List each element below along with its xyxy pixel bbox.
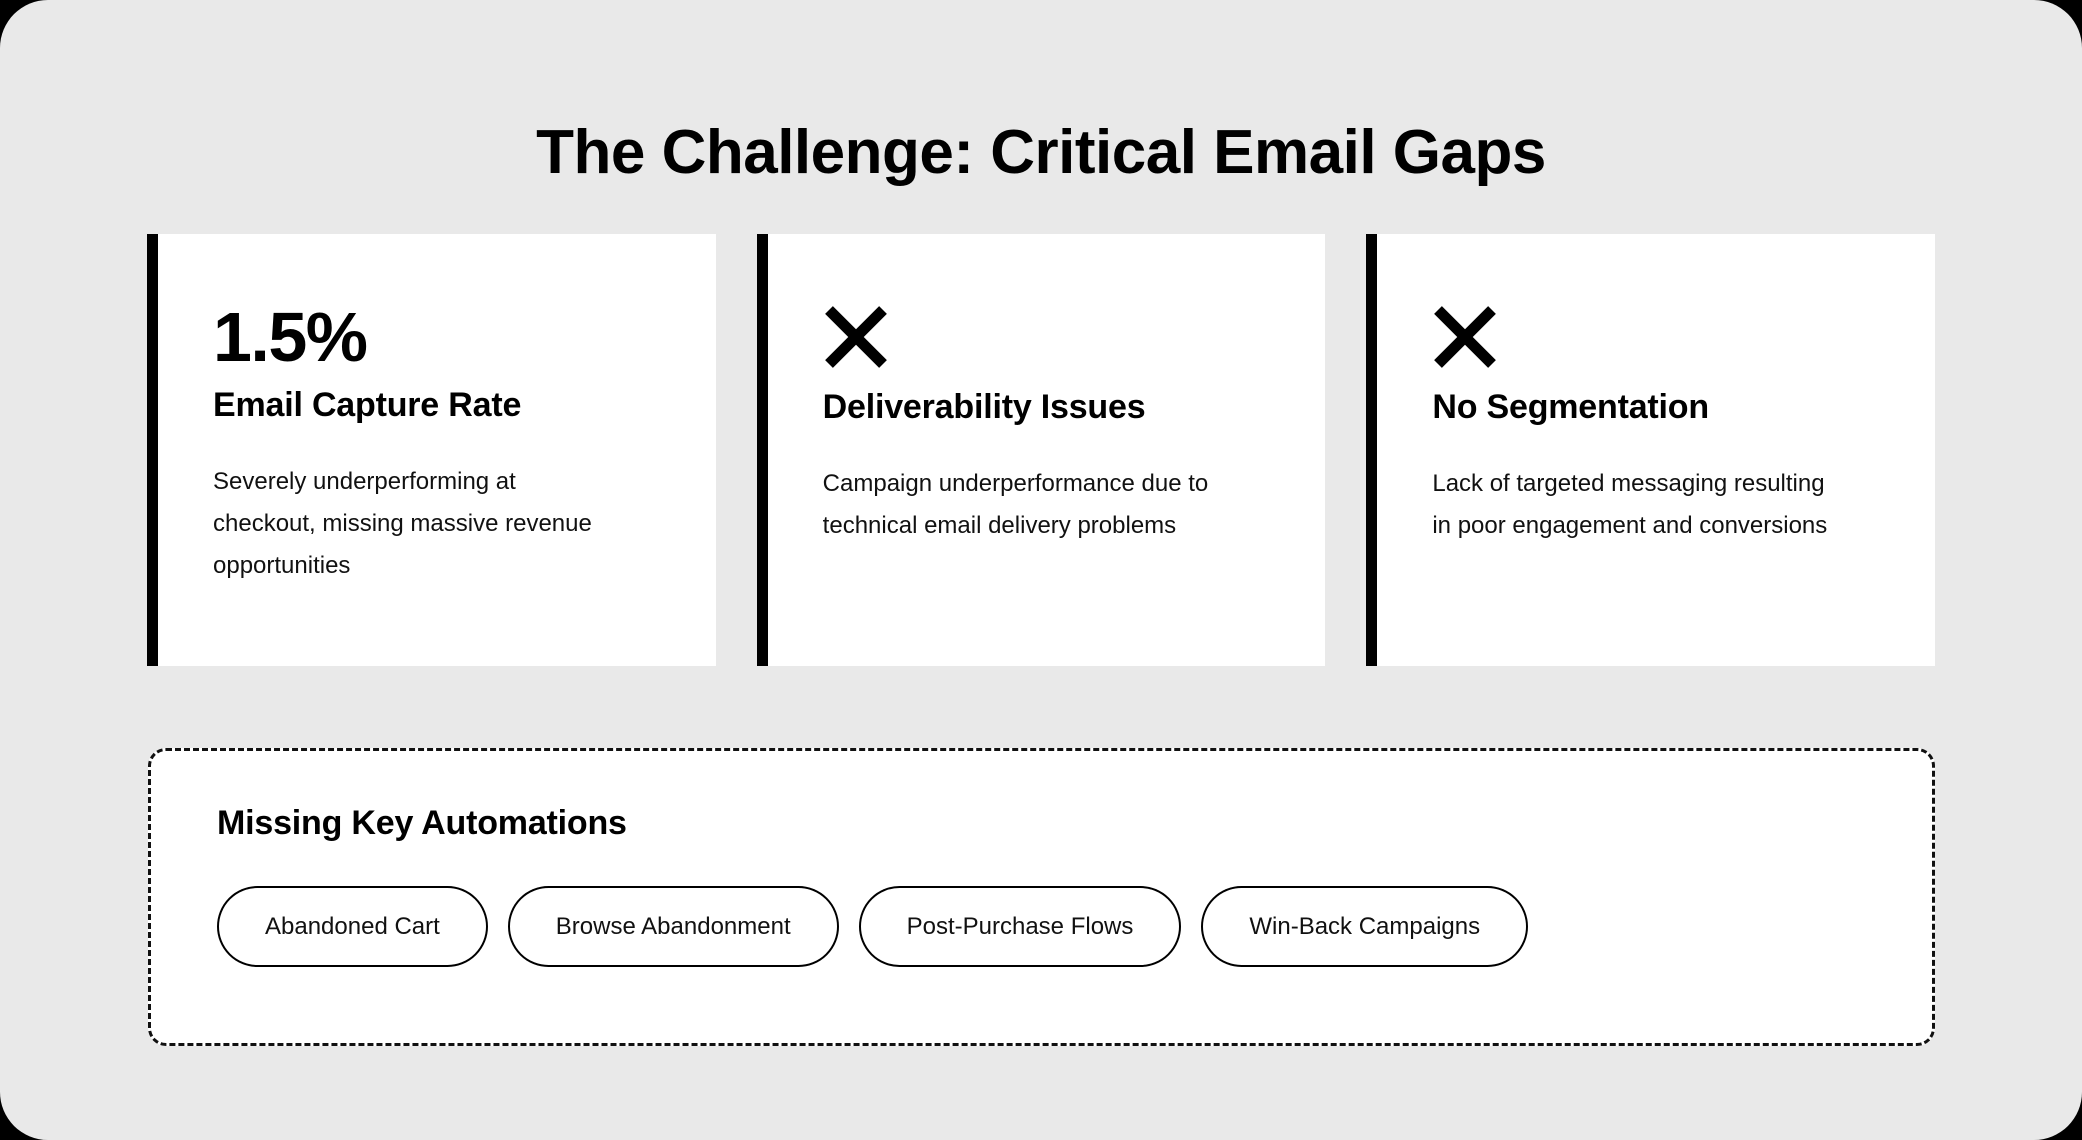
card-description: Lack of targeted messaging resulting in … [1432, 470, 1828, 540]
card-description: Campaign underperformance due to technic… [822, 470, 1209, 540]
gap-card-email-capture-rate: 1.5% Email Capture Rate Severely underpe… [147, 234, 716, 666]
card-heading: No Segmentation [1432, 388, 1709, 426]
automations-section-title: Missing Key Automations [217, 804, 627, 842]
x-mark-icon [824, 306, 887, 368]
automation-pill-win-back-campaigns[interactable]: Win-Back Campaigns [1201, 886, 1529, 968]
gap-card-deliverability-issues: Deliverability Issues Campaign underperf… [756, 234, 1326, 666]
automation-pill-post-purchase-flows[interactable]: Post-Purchase Flows [858, 886, 1182, 968]
automation-pill-abandoned-cart[interactable]: Abandoned Cart [217, 886, 488, 968]
card-description: Severely underperforming at checkout, mi… [213, 468, 592, 580]
gap-cards-row: 1.5% Email Capture Rate Severely underpe… [147, 234, 1936, 666]
automation-pill-browse-abandonment[interactable]: Browse Abandonment [507, 886, 839, 968]
metric-value: 1.5% [213, 298, 368, 376]
card-heading: Deliverability Issues [822, 388, 1146, 426]
page-title: The Challenge: Critical Email Gaps [536, 117, 1546, 187]
missing-automations-panel: Missing Key Automations Abandoned Cart B… [148, 748, 1935, 1046]
automation-pill-row: Abandoned Cart Browse Abandonment Post-P… [217, 886, 1932, 968]
x-mark-icon [1434, 306, 1497, 368]
gap-card-no-segmentation: No Segmentation Lack of targeted messagi… [1366, 234, 1936, 666]
card-heading: Email Capture Rate [213, 386, 522, 424]
